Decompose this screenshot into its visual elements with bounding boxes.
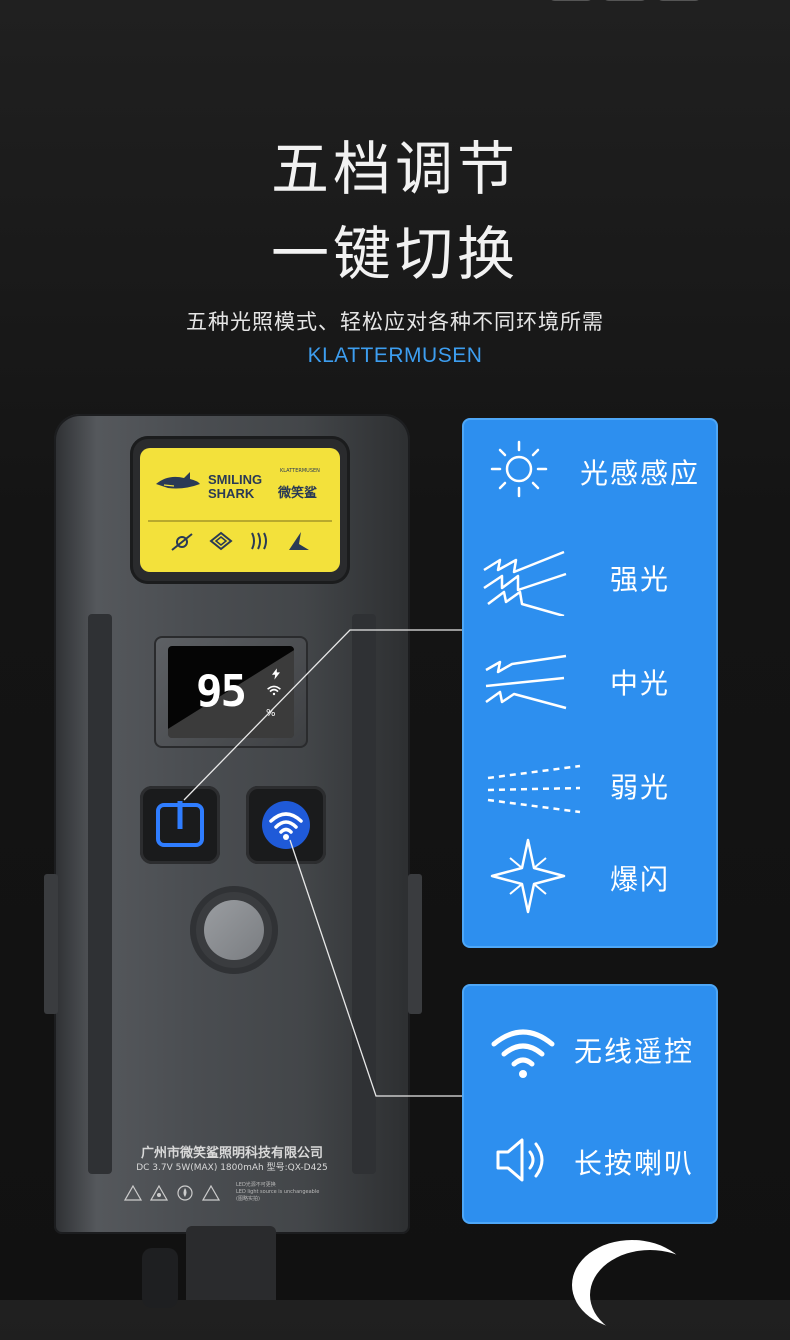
device-spec: DC 3.7V 5W(MAX) 1800mAh 型号:QX-D425 xyxy=(136,1163,328,1173)
logo-frame: KLATTERMUSEN SMILING SHARK 微笑鲨 xyxy=(130,436,350,584)
logo-text-shark: SHARK xyxy=(208,486,255,501)
battery-percentage: 95 xyxy=(196,666,247,717)
mode-row-light-sensor: 光感感应 xyxy=(464,428,716,508)
brand-english: KLATTERMUSEN xyxy=(307,344,483,367)
mode-label-strong: 强光 xyxy=(610,563,671,596)
logo-panel: KLATTERMUSEN SMILING SHARK 微笑鲨 xyxy=(140,448,340,572)
hot-warning-icon xyxy=(202,1184,220,1201)
remote-features-panel: 无线遥控 长按喇叭 xyxy=(464,986,716,1222)
decorative-crescent xyxy=(590,1250,710,1340)
battery-display: 95 % xyxy=(168,646,294,738)
display-wifi-icon xyxy=(267,685,281,696)
device-note: LED光源不可更换 LED light source is unchangeab… xyxy=(236,1182,320,1202)
mode-label-flash: 爆闪 xyxy=(610,863,671,896)
compass-icon xyxy=(170,533,193,551)
logo-icon-row xyxy=(140,530,340,552)
device-rail-left xyxy=(88,614,112,1174)
mode-row-weak: 弱光 xyxy=(464,746,716,826)
remote-button[interactable] xyxy=(246,786,326,864)
sun-icon xyxy=(490,440,548,498)
power-button[interactable] xyxy=(140,786,220,864)
mount-cable xyxy=(142,1226,276,1308)
side-bump-right xyxy=(408,874,422,1014)
laser-warning-icon xyxy=(150,1184,168,1201)
logo-text-cn: 微笑鲨 xyxy=(278,486,318,501)
wifi-icon xyxy=(491,1029,555,1078)
charging-bolt-icon xyxy=(272,668,280,680)
feature-label-horn: 长按喇叭 xyxy=(574,1147,695,1180)
mode-label-medium: 中光 xyxy=(610,667,671,700)
feature-row-horn: 长按喇叭 xyxy=(464,1120,716,1200)
logo-divider xyxy=(148,520,332,522)
waves-icon xyxy=(250,532,267,550)
battery-unit: % xyxy=(266,708,276,719)
light-modes-panel: 光感感应 强光 中光 弱光 xyxy=(464,420,716,946)
device-company: 广州市微笑鲨照明科技有限公司 xyxy=(140,1146,323,1161)
diamond-pattern-icon xyxy=(208,531,233,551)
feature-row-wireless: 无线遥控 xyxy=(464,1010,716,1090)
top-cropped-shapes xyxy=(540,0,740,6)
certification-icons: LED光源不可更换 LED light source is unchangeab… xyxy=(124,1182,344,1203)
fire-icon xyxy=(177,1184,193,1201)
subtitle: 五种光照模式、轻松应对各种不同环境所需 xyxy=(186,310,604,334)
shark-fin-icon xyxy=(288,532,309,550)
flash-burst-icon xyxy=(490,838,566,914)
button-wifi-icon xyxy=(262,801,310,849)
headline-line1: 五档调节 xyxy=(270,135,519,203)
strong-beam-icon xyxy=(483,550,567,616)
shark-logo-icon xyxy=(156,472,200,489)
sensor-knob xyxy=(190,886,278,974)
weak-beam-icon xyxy=(487,764,581,814)
device-rail-right xyxy=(352,614,376,1174)
headline-line2: 一键切换 xyxy=(270,220,519,288)
power-icon xyxy=(156,801,204,847)
mode-label-light-sensor: 光感感应 xyxy=(580,457,701,490)
mode-row-flash: 爆闪 xyxy=(464,836,716,916)
mode-label-weak: 弱光 xyxy=(610,771,671,804)
feature-label-wireless: 无线遥控 xyxy=(574,1035,695,1068)
side-bump-left xyxy=(44,874,58,1014)
warning-icon xyxy=(124,1184,142,1201)
mode-row-medium: 中光 xyxy=(464,642,716,722)
logo-text-smiling: SMILING xyxy=(208,472,263,487)
mode-row-strong: 强光 xyxy=(464,538,716,618)
battery-display-frame: 95 % xyxy=(154,636,308,748)
bike-light-device: KLATTERMUSEN SMILING SHARK 微笑鲨 95 % xyxy=(44,414,422,1234)
logo-small-text: KLATTERMUSEN xyxy=(280,468,320,474)
medium-beam-icon xyxy=(485,654,567,710)
speaker-icon xyxy=(496,1138,544,1182)
